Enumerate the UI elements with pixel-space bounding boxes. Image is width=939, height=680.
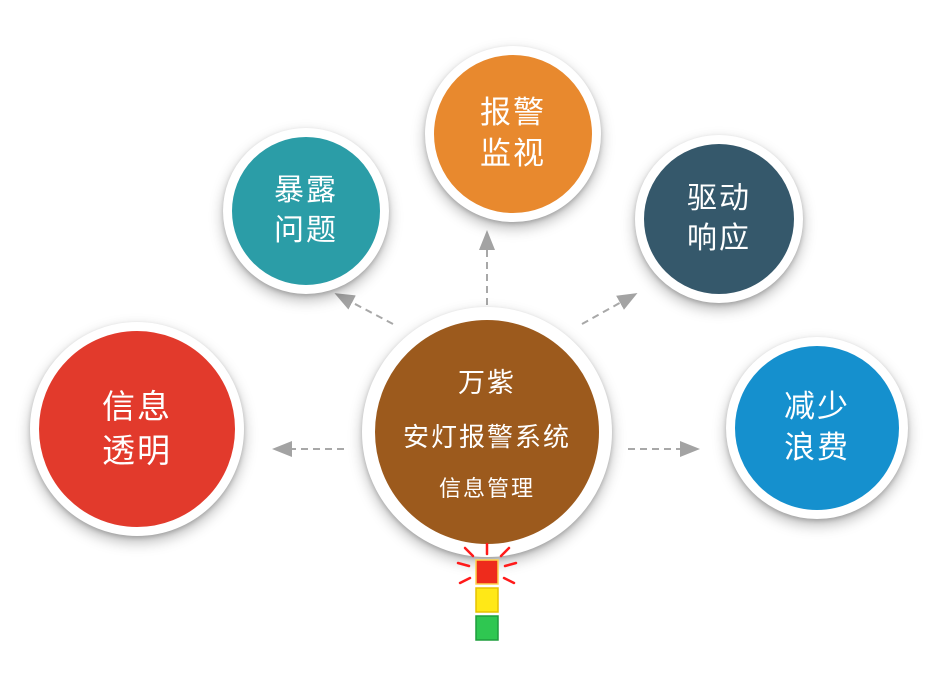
node-alarm-monitoring-label: 报警 监视 (480, 93, 546, 175)
andon-red-lamp (475, 559, 499, 585)
node-label-line: 透明 (102, 432, 172, 469)
node-drive-response: 驱动 响应 (635, 135, 803, 303)
node-center-andon-system: 万紫 安灯报警系统 信息管理 (362, 307, 612, 557)
center-label-line2: 安灯报警系统 (402, 422, 571, 452)
andon-green-lamp (475, 615, 499, 641)
andon-light-icon (456, 542, 518, 641)
node-label-line: 监视 (480, 136, 546, 171)
andon-yellow-lamp (475, 587, 499, 613)
node-label-line: 问题 (274, 214, 338, 247)
node-alarm-monitoring: 报警 监视 (425, 46, 601, 222)
node-expose-problems: 暴露 问题 (223, 128, 389, 294)
node-drive-response-label: 驱动 响应 (687, 179, 751, 258)
node-info-transparency: 信息 透明 (30, 322, 244, 536)
arrow-to-expose-problems (334, 293, 394, 325)
arrow-to-drive-response (581, 293, 638, 325)
node-label-line: 报警 (480, 95, 546, 131)
node-label-line: 响应 (687, 222, 751, 255)
center-label-line1: 万紫 (457, 368, 516, 398)
node-reduce-waste: 减少 浪费 (726, 337, 908, 519)
node-label-line: 浪费 (784, 430, 850, 465)
center-label-line3: 信息管理 (438, 476, 535, 501)
center-label: 万紫 安灯报警系统 信息管理 (403, 361, 571, 503)
node-label-line: 驱动 (687, 182, 751, 216)
node-info-transparency-label: 信息 透明 (102, 385, 172, 472)
node-label-line: 减少 (784, 389, 850, 425)
node-expose-problems-label: 暴露 问题 (274, 171, 338, 250)
node-label-line: 信息 (102, 388, 172, 426)
node-label-line: 暴露 (274, 174, 338, 208)
node-reduce-waste-label: 减少 浪费 (784, 387, 850, 469)
